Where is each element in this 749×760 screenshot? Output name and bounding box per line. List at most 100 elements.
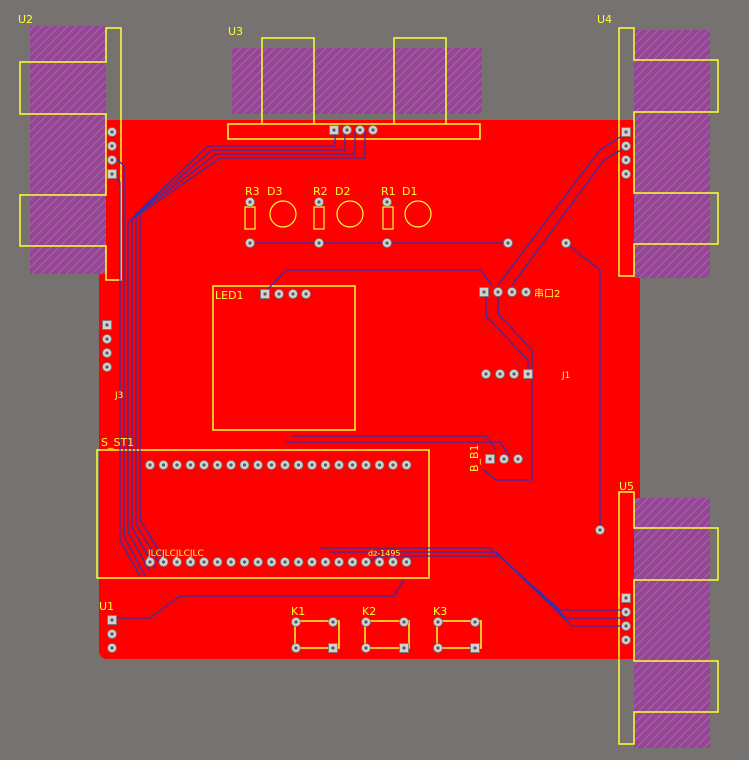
pad-u2-hole bbox=[110, 172, 114, 176]
pad-s-st1-bottom-hole bbox=[256, 560, 260, 564]
pad-bb1-hole bbox=[516, 457, 520, 461]
label-r3: R3 bbox=[245, 185, 260, 198]
pad-j1-hole bbox=[526, 372, 530, 376]
pad-switch-hole bbox=[294, 646, 298, 650]
label-b-b1: B_B1 bbox=[468, 444, 481, 472]
label-jlc: JLCJLCJLCJLC bbox=[147, 549, 204, 559]
pad-s-st1-top-hole bbox=[391, 463, 395, 467]
pad-s-st1-bottom-hole bbox=[310, 560, 314, 564]
pad-u4-hole bbox=[624, 144, 628, 148]
pad-uart2-hole bbox=[496, 290, 500, 294]
pad-switch-hole bbox=[436, 646, 440, 650]
pad-u2-hole bbox=[110, 130, 114, 134]
pad-u3-hole bbox=[358, 128, 362, 132]
pad-switch-hole bbox=[402, 620, 406, 624]
pad-u2-hole bbox=[110, 144, 114, 148]
label-u4: U4 bbox=[597, 13, 612, 26]
pad-u5-hole bbox=[624, 624, 628, 628]
pad-s-st1-top-hole bbox=[215, 463, 220, 467]
pad-s-st1-top-hole bbox=[269, 463, 274, 467]
pad-u5-hole bbox=[624, 596, 628, 600]
pad-j1-hole bbox=[512, 372, 516, 376]
pad-switch-hole bbox=[473, 646, 477, 650]
label-d1: D1 bbox=[402, 185, 417, 198]
pad-switch-hole bbox=[364, 646, 368, 650]
pad-u1-hole bbox=[110, 632, 114, 636]
pad-s-st1-top-hole bbox=[161, 463, 166, 467]
pad-s-st1-bottom-hole bbox=[364, 560, 368, 564]
label-d2: D2 bbox=[335, 185, 350, 198]
pad-s-st1-bottom-hole bbox=[215, 560, 220, 564]
via-hole bbox=[564, 241, 568, 245]
led-bodies bbox=[244, 200, 432, 230]
label-u5: U5 bbox=[619, 480, 634, 493]
pad-switch-hole bbox=[473, 620, 477, 624]
pad-s-st1-top-hole bbox=[242, 463, 247, 467]
pad-s-st1-bottom-hole bbox=[377, 560, 382, 564]
pad-resistor-hole bbox=[317, 200, 321, 204]
pad-bb1-hole bbox=[488, 457, 492, 461]
pad-u4-hole bbox=[624, 172, 628, 176]
pad-s-st1-bottom-hole bbox=[350, 560, 355, 564]
pad-j1-hole bbox=[484, 372, 488, 376]
pad-u3-hole bbox=[332, 128, 336, 132]
pad-s-st1-top-hole bbox=[404, 463, 409, 467]
pad-s-st1-bottom-hole bbox=[391, 560, 395, 564]
pad-s-st1-bottom-hole bbox=[229, 560, 233, 564]
pad-resistor-hole bbox=[248, 241, 252, 245]
pad-s-st1-bottom-hole bbox=[296, 560, 301, 564]
pad-s-st1-top-hole bbox=[296, 463, 301, 467]
label-u1: U1 bbox=[99, 600, 114, 613]
pad-s-st1-bottom-hole bbox=[404, 560, 409, 564]
via-hole bbox=[598, 528, 602, 532]
pad-j3-hole bbox=[105, 337, 109, 341]
pad-switch-hole bbox=[436, 620, 440, 624]
pad-u4-hole bbox=[624, 130, 628, 134]
pad-s-st1-bottom-hole bbox=[148, 560, 152, 564]
label-r2: R2 bbox=[313, 185, 328, 198]
pad-resistor-hole bbox=[248, 200, 252, 204]
pad-s-st1-top-hole bbox=[350, 463, 355, 467]
pad-j3-hole bbox=[105, 351, 109, 355]
pad-s-st1-top-hole bbox=[337, 463, 341, 467]
pad-s-st1-bottom-hole bbox=[175, 560, 179, 564]
pad-s-st1-top-hole bbox=[283, 463, 287, 467]
label-k3: K3 bbox=[433, 605, 447, 618]
pad-s-st1-top-hole bbox=[256, 463, 260, 467]
label-k1: K1 bbox=[291, 605, 305, 618]
pad-uart2-hole bbox=[524, 290, 528, 294]
pad-resistor-hole bbox=[385, 200, 389, 204]
label-u2: U2 bbox=[18, 13, 33, 26]
pad-u1-hole bbox=[110, 618, 114, 622]
pad-switch-hole bbox=[294, 620, 298, 624]
pad-u5-hole bbox=[624, 638, 628, 642]
pad-uart2-hole bbox=[482, 290, 486, 294]
pad-s-st1-bottom-hole bbox=[323, 560, 328, 564]
connector-keepouts bbox=[30, 26, 710, 748]
pad-switch-hole bbox=[331, 646, 335, 650]
label-s-st1: S_ST1 bbox=[101, 436, 134, 449]
pad-s-st1-bottom-hole bbox=[242, 560, 247, 564]
pad-led1-hole bbox=[263, 292, 267, 296]
pad-s-st1-top-hole bbox=[310, 463, 314, 467]
pad-switch-hole bbox=[364, 620, 368, 624]
label-r1: R1 bbox=[381, 185, 396, 198]
pad-j3-hole bbox=[105, 365, 109, 369]
via-hole bbox=[506, 241, 510, 245]
pad-s-st1-top-hole bbox=[323, 463, 328, 467]
label-led1: LED1 bbox=[215, 289, 244, 302]
pads bbox=[102, 125, 631, 653]
pad-switch-hole bbox=[402, 646, 406, 650]
pad-u3-hole bbox=[371, 128, 375, 132]
pad-s-st1-top-hole bbox=[202, 463, 206, 467]
pad-s-st1-bottom-hole bbox=[188, 560, 193, 564]
pad-s-st1-bottom-hole bbox=[337, 560, 341, 564]
pad-s-st1-top-hole bbox=[377, 463, 382, 467]
label-j1: J1 bbox=[561, 371, 570, 381]
label-chuan-kou2: 串口2 bbox=[534, 288, 560, 300]
pad-j1-hole bbox=[498, 372, 502, 376]
label-j3: J3 bbox=[114, 391, 123, 401]
pad-s-st1-bottom-hole bbox=[283, 560, 287, 564]
pad-s-st1-top-hole bbox=[175, 463, 179, 467]
pad-bb1-hole bbox=[502, 457, 506, 461]
